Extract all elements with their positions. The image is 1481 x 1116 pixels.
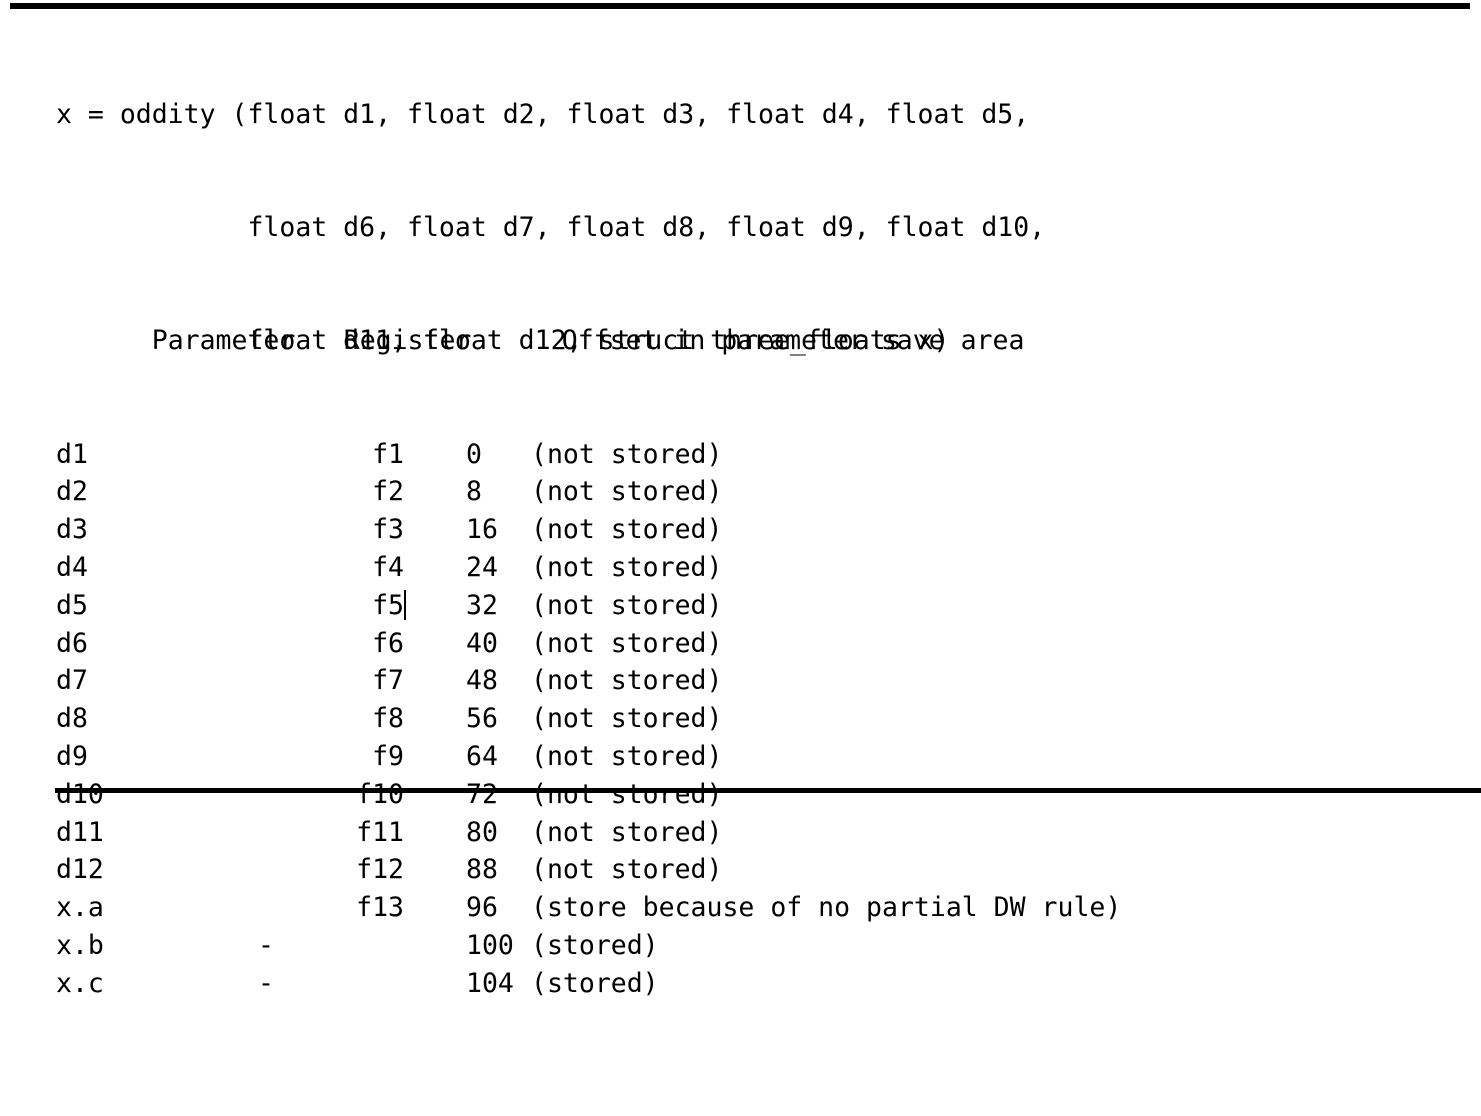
cell-parameter: d3 <box>56 514 88 546</box>
cell-parameter: d10 <box>56 778 104 810</box>
signature-line-2: float d6, float d7, float d8, float d9, … <box>56 211 1046 243</box>
cell-offset: 104 <box>466 967 514 999</box>
cell-note: (not stored) <box>531 816 723 848</box>
cell-register: f12 <box>356 854 404 886</box>
cell-note: (not stored) <box>531 438 723 470</box>
cell-note: (stored) <box>531 929 659 961</box>
cell-parameter: d7 <box>56 665 88 697</box>
cell-offset: 48 <box>466 665 498 697</box>
cell-register: f5 <box>372 589 404 621</box>
cell-register: f7 <box>372 665 404 697</box>
cell-parameter: d2 <box>56 476 88 508</box>
cell-note: (not stored) <box>531 665 723 697</box>
cell-note: (not stored) <box>531 551 723 583</box>
table-row: d6 f6 40 (not stored) <box>56 625 1121 663</box>
cell-parameter: x.c <box>56 967 104 999</box>
cell-register: f1 <box>372 438 404 470</box>
cell-note: (not stored) <box>531 476 723 508</box>
cell-parameter: d5 <box>56 589 88 621</box>
table-header-row: Parameter Register Offset in parameter sav… <box>56 284 1121 356</box>
table-row: d7 f7 48 (not stored) <box>56 662 1121 700</box>
cell-offset: 100 <box>466 929 514 961</box>
table-row: x.c - 104 (stored) <box>56 965 1121 1003</box>
cell-offset: 56 <box>466 703 498 735</box>
table-row: d5 f5 32 (not stored) <box>56 587 1121 625</box>
cell-parameter: d12 <box>56 854 104 886</box>
cell-note: (not stored) <box>531 778 723 810</box>
cell-parameter: d8 <box>56 703 88 735</box>
cell-offset: 0 <box>466 438 482 470</box>
document-page: x = oddity (float d1, float d2, float d3… <box>10 3 1481 999</box>
cell-register: f6 <box>372 627 404 659</box>
cell-offset: 24 <box>466 551 498 583</box>
header-parameter: Parameter <box>151 325 296 357</box>
cell-offset: 40 <box>466 627 498 659</box>
function-signature-block: x = oddity (float d1, float d2, float d3… <box>56 20 1045 436</box>
table-row: d11 f11 80 (not stored) <box>56 814 1121 852</box>
text-cursor-caret <box>404 589 406 620</box>
signature-line-1: x = oddity (float d1, float d2, float d3… <box>56 98 1030 130</box>
cell-parameter: x.a <box>56 892 104 924</box>
header-register: Register <box>343 325 472 357</box>
cell-note: (not stored) <box>531 740 723 772</box>
cell-register: f10 <box>356 778 404 810</box>
cell-register: f4 <box>372 551 404 583</box>
cell-offset: 16 <box>466 514 498 546</box>
cell-parameter: d9 <box>56 740 88 772</box>
cell-register: - <box>258 929 274 961</box>
parameter-mapping-table: Parameter Register Offset in parameter sav… <box>56 171 1121 1116</box>
table-row: d12 f12 88 (not stored) <box>56 851 1121 889</box>
cell-parameter: d1 <box>56 438 88 470</box>
cell-note: (not stored) <box>531 854 723 886</box>
cell-note: (stored) <box>531 967 659 999</box>
header-offset: Offset in parameter save area <box>561 325 1025 357</box>
table-row: x.a f13 96 (store because of no partial DW … <box>56 889 1121 927</box>
table-row: x.b - 100 (stored) <box>56 927 1121 965</box>
cell-register: f11 <box>356 816 404 848</box>
cell-register: f3 <box>372 514 404 546</box>
cell-offset: 96 <box>466 892 498 924</box>
cell-register: f9 <box>372 740 404 772</box>
cell-parameter: d6 <box>56 627 88 659</box>
table-row: d8 f8 56 (not stored) <box>56 700 1121 738</box>
cell-offset: 8 <box>466 476 482 508</box>
cell-register: f2 <box>372 476 404 508</box>
cell-offset: 88 <box>466 854 498 886</box>
bottom-horizontal-rule <box>55 788 1481 793</box>
cell-note: (store because of no partial DW rule) <box>531 892 1122 924</box>
cell-note: (not stored) <box>531 514 723 546</box>
cell-offset: 64 <box>466 740 498 772</box>
table-row: d2 f2 8 (not stored) <box>56 473 1121 511</box>
cell-parameter: x.b <box>56 929 104 961</box>
cell-offset: 80 <box>466 816 498 848</box>
table-row: d9 f9 64 (not stored) <box>56 738 1121 776</box>
table-row: d3 f3 16 (not stored) <box>56 511 1121 549</box>
cell-note: (not stored) <box>531 703 723 735</box>
cell-register: f8 <box>372 703 404 735</box>
table-row: d10 f10 72 (not stored) <box>56 776 1121 814</box>
cell-register: f13 <box>356 892 404 924</box>
cell-offset: 32 <box>466 589 498 621</box>
top-horizontal-rule <box>10 3 1470 9</box>
cell-parameter: d4 <box>56 551 88 583</box>
cell-note: (not stored) <box>531 627 723 659</box>
cell-register: - <box>258 967 274 999</box>
table-row: d4 f4 24 (not stored) <box>56 549 1121 587</box>
table-row: d1 f1 0 (not stored) <box>56 436 1121 474</box>
cell-offset: 72 <box>466 778 498 810</box>
cell-note: (not stored) <box>531 589 723 621</box>
signature-line-3: float d11, float d12, struct three_float… <box>56 325 950 357</box>
cell-parameter: d11 <box>56 816 104 848</box>
